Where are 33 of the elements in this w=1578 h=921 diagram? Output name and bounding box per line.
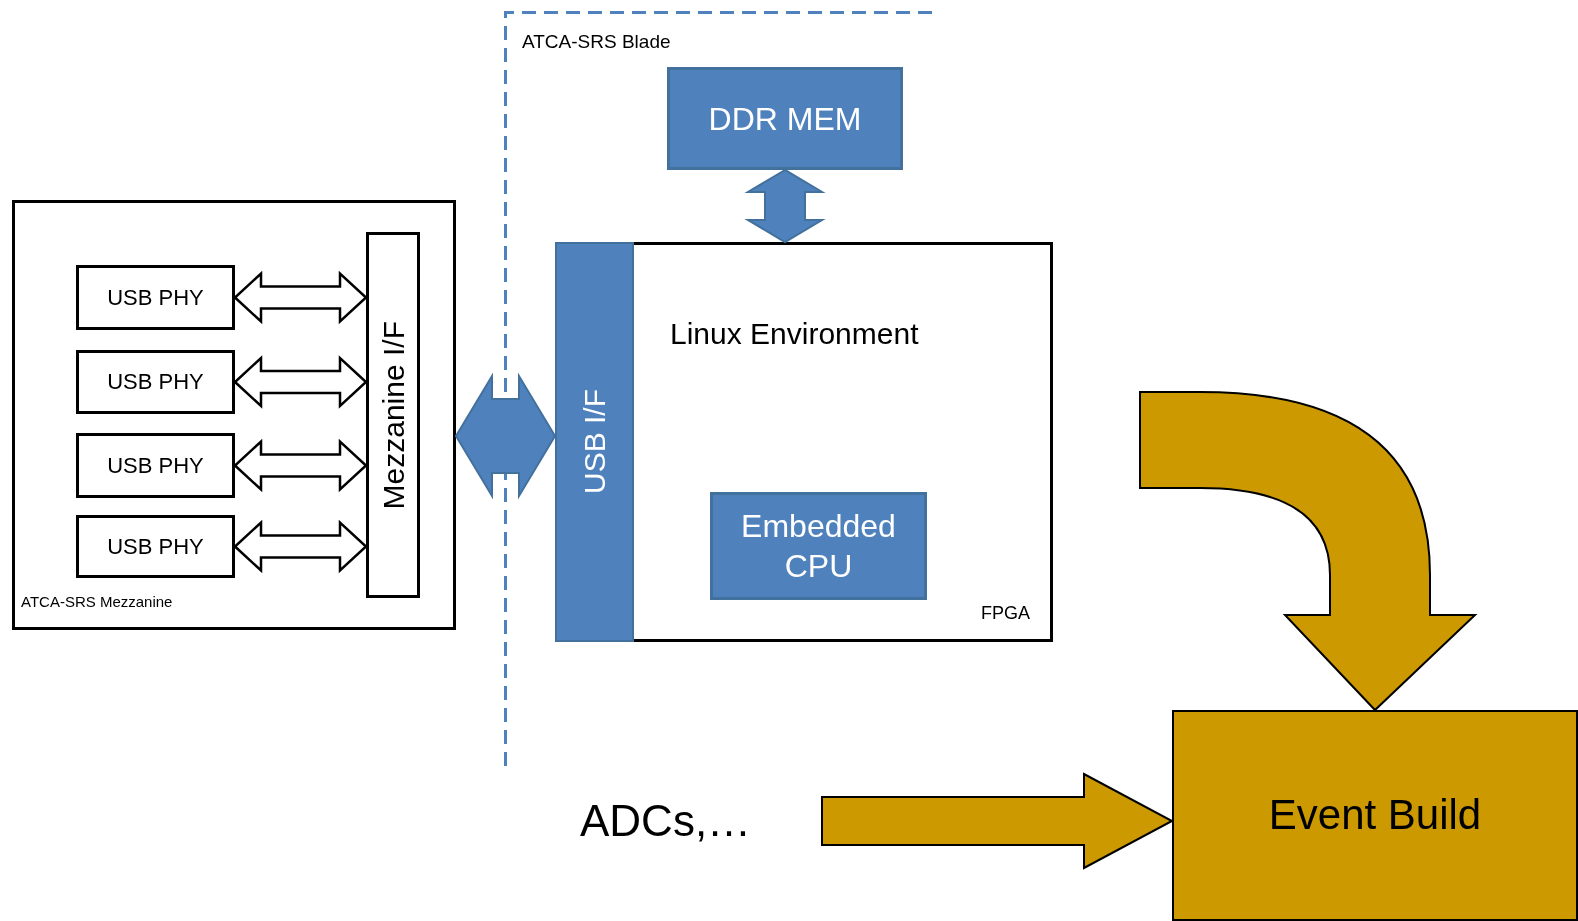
mezzanine-board-box <box>12 200 456 630</box>
environment-label: Linux Environment <box>670 316 919 352</box>
hollow-arrow <box>233 355 368 409</box>
cpu-box <box>710 492 927 600</box>
interface-bar <box>366 232 420 598</box>
box-label: DDR MEM <box>708 99 862 139</box>
hollow-arrow <box>233 519 368 574</box>
box-label: Embedded CPU <box>740 507 897 586</box>
block-arrow <box>454 372 557 500</box>
region-label: ATCA-SRS Blade <box>522 30 671 54</box>
block-arrow <box>821 772 1175 870</box>
memory-box <box>667 67 903 170</box>
box-label: USB PHY <box>107 451 204 480</box>
box-label: USB PHY <box>107 283 204 312</box>
box-label: Event Build <box>1268 790 1482 841</box>
block-arrow <box>1139 391 1476 711</box>
phy-box <box>76 433 235 498</box>
phy-box <box>76 515 235 578</box>
hollow-arrow <box>233 270 368 325</box>
block-arrow <box>744 168 826 244</box>
interface-label: USB I/F <box>577 389 612 495</box>
board-label: ATCA-SRS Mezzanine <box>21 591 173 612</box>
interface-bar <box>555 242 634 642</box>
interface-label: Mezzanine I/F <box>375 320 411 510</box>
hollow-arrow <box>233 438 368 493</box>
fpga-box <box>555 242 1053 642</box>
phy-box <box>76 350 235 414</box>
phy-box <box>76 265 235 330</box>
box-label: USB PHY <box>107 368 204 396</box>
input-label: ADCs,… <box>580 795 752 847</box>
process-box <box>1172 710 1578 921</box>
fpga-label: FPGA <box>981 602 1030 625</box>
box-label: USB PHY <box>107 532 204 561</box>
